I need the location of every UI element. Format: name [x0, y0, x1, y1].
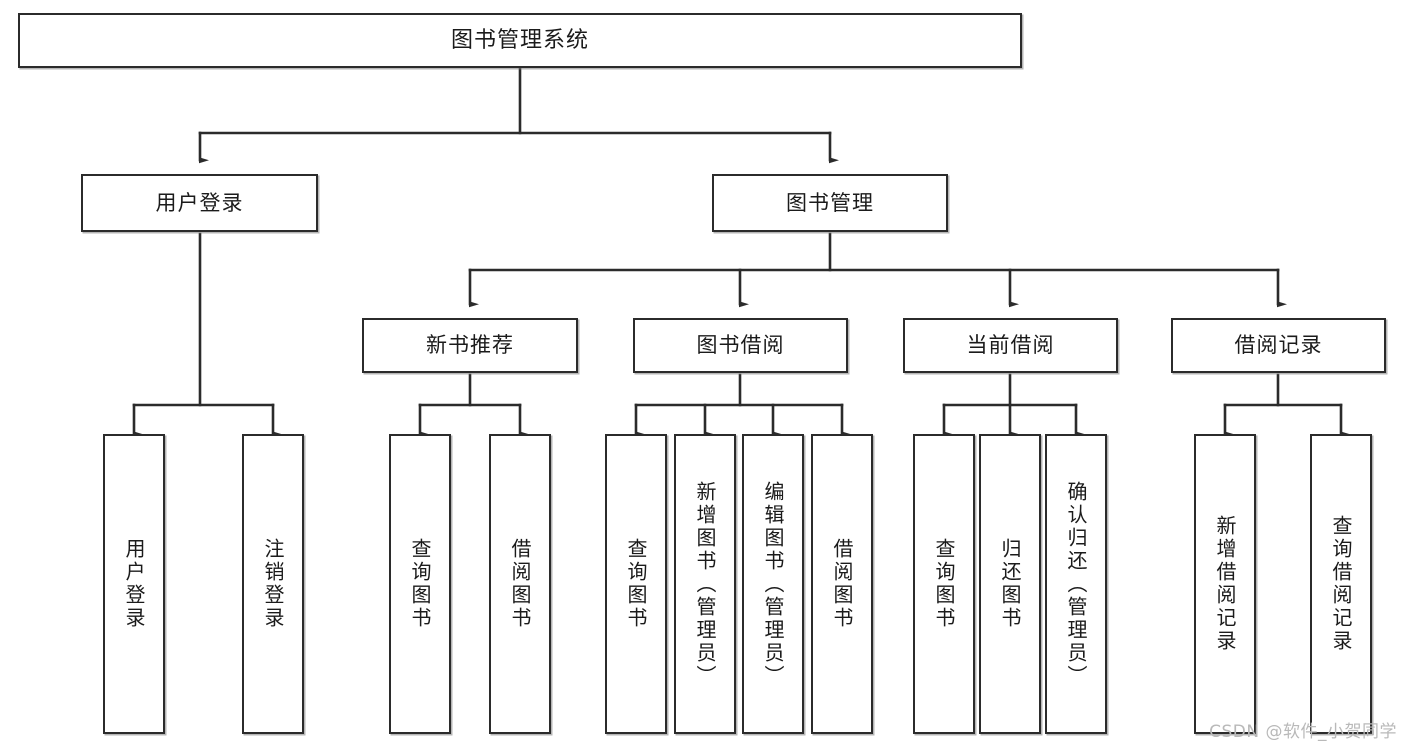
node-current-borrow-label: 当前借阅 [966, 333, 1055, 358]
node-current-borrow[interactable]: 当前借阅 [903, 318, 1118, 373]
node-borrow-record[interactable]: 借阅记录 [1171, 318, 1386, 373]
node-borrow-record-label: 借阅记录 [1234, 333, 1323, 358]
node-leaf-query-book-1-label: 查询图书 [408, 538, 432, 630]
node-root-label: 图书管理系统 [450, 27, 589, 53]
node-leaf-confirm-return[interactable]: 确认归还（管理员） [1045, 434, 1107, 734]
node-leaf-confirm-return-label: 确认归还（管理员） [1064, 480, 1088, 688]
node-book-borrow-label: 图书借阅 [696, 333, 785, 358]
node-leaf-user-login-label: 用户登录 [122, 538, 146, 630]
node-leaf-return-book[interactable]: 归还图书 [979, 434, 1041, 734]
node-leaf-add-borrow-record[interactable]: 新增借阅记录 [1194, 434, 1256, 734]
node-leaf-borrow-book-2-label: 借阅图书 [830, 538, 854, 630]
node-leaf-user-login[interactable]: 用户登录 [103, 434, 165, 734]
node-root[interactable]: 图书管理系统 [18, 13, 1022, 68]
node-leaf-add-book-label: 新增图书（管理员） [693, 480, 717, 688]
node-leaf-borrow-book-1[interactable]: 借阅图书 [489, 434, 551, 734]
node-leaf-user-logout[interactable]: 注销登录 [242, 434, 304, 734]
node-leaf-query-book-3-label: 查询图书 [932, 538, 956, 630]
node-user-login[interactable]: 用户登录 [81, 174, 318, 232]
node-new-book-recommend[interactable]: 新书推荐 [362, 318, 578, 373]
node-leaf-edit-book-label: 编辑图书（管理员） [761, 480, 785, 688]
node-book-borrow[interactable]: 图书借阅 [633, 318, 848, 373]
node-leaf-add-borrow-record-label: 新增借阅记录 [1213, 515, 1237, 653]
node-book-management[interactable]: 图书管理 [712, 174, 948, 232]
node-leaf-query-borrow-record-label: 查询借阅记录 [1329, 515, 1353, 653]
node-leaf-query-book-2-label: 查询图书 [624, 538, 648, 630]
node-leaf-query-borrow-record[interactable]: 查询借阅记录 [1310, 434, 1372, 734]
node-leaf-edit-book[interactable]: 编辑图书（管理员） [742, 434, 804, 734]
watermark-text: CSDN @软件_小贺同学 [1209, 722, 1397, 742]
node-leaf-borrow-book-2[interactable]: 借阅图书 [811, 434, 873, 734]
node-new-book-recommend-label: 新书推荐 [426, 333, 514, 358]
node-leaf-query-book-2[interactable]: 查询图书 [605, 434, 667, 734]
node-book-management-label: 图书管理 [786, 190, 874, 215]
node-leaf-query-book-1[interactable]: 查询图书 [389, 434, 451, 734]
node-leaf-return-book-label: 归还图书 [998, 538, 1022, 630]
node-leaf-user-logout-label: 注销登录 [261, 538, 285, 630]
node-leaf-add-book[interactable]: 新增图书（管理员） [674, 434, 736, 734]
node-leaf-query-book-3[interactable]: 查询图书 [913, 434, 975, 734]
node-leaf-borrow-book-1-label: 借阅图书 [508, 538, 532, 630]
node-user-login-label: 用户登录 [155, 190, 244, 215]
